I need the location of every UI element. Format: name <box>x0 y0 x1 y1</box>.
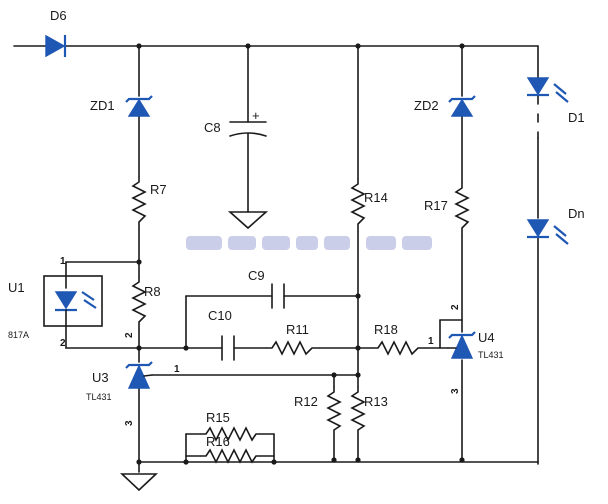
optocoupler-u1 <box>43 275 103 327</box>
label-c9: C9 <box>248 268 265 283</box>
capacitor-c10 <box>221 335 235 361</box>
resistor-r13 <box>350 386 366 431</box>
pin-u4-2: 2 <box>450 304 461 310</box>
diode-d6 <box>45 34 67 58</box>
resistor-r18 <box>372 340 426 356</box>
zener-zd1 <box>125 95 153 117</box>
wires <box>13 45 539 473</box>
label-zd2: ZD2 <box>414 98 439 113</box>
pin-u3-3: 3 <box>124 420 135 426</box>
label-c8: C8 <box>204 120 221 135</box>
resistor-r14 <box>350 178 366 232</box>
component-labels: D6 ZD1 C8 + ZD2 D1 Dn R7 R14 R17 U1 817A… <box>8 8 585 449</box>
label-r13: R13 <box>364 394 388 409</box>
label-dn: Dn <box>568 206 585 221</box>
capacitor-c9 <box>271 283 285 309</box>
resistors <box>131 176 470 464</box>
resistor-r12 <box>326 386 342 431</box>
label-r18: R18 <box>374 322 398 337</box>
led-dn <box>526 219 569 245</box>
pin-u3-1: 1 <box>174 364 180 375</box>
label-u1: U1 <box>8 280 25 295</box>
pin-u1-2: 2 <box>60 338 66 349</box>
capacitor-c8 <box>229 121 267 137</box>
resistor-r17 <box>454 182 470 236</box>
label-r8: R8 <box>144 284 161 299</box>
resistor-r16 <box>200 448 260 464</box>
label-u3: U3 <box>92 370 109 385</box>
label-u1-part: 817A <box>8 330 29 340</box>
pin-numbers: 1 2 2 1 3 2 1 3 <box>60 256 461 426</box>
regulator-u4 <box>447 331 476 359</box>
regulator-u3 <box>125 361 153 389</box>
label-r16: R16 <box>206 434 230 449</box>
label-u4: U4 <box>478 330 495 345</box>
pin-u3-2: 2 <box>124 332 135 338</box>
pin-u1-1: 1 <box>60 256 66 267</box>
label-c10: C10 <box>208 308 232 323</box>
label-r14: R14 <box>364 190 388 205</box>
label-d1: D1 <box>568 110 585 125</box>
label-u4-part: TL431 <box>478 350 504 360</box>
resistor-r11 <box>266 340 320 356</box>
zener-zd2 <box>448 95 476 117</box>
ground-symbol-main <box>119 473 159 492</box>
pin-u4-1: 1 <box>428 336 434 347</box>
label-d6: D6 <box>50 8 67 23</box>
blurred-watermark <box>186 236 432 250</box>
led-d1 <box>526 77 569 103</box>
junctions <box>136 43 465 465</box>
label-r15: R15 <box>206 410 230 425</box>
label-r7: R7 <box>150 182 167 197</box>
ground-symbol-c8 <box>227 211 269 230</box>
label-r17: R17 <box>424 198 448 213</box>
label-c8-plus: + <box>252 108 260 123</box>
pin-u4-3: 3 <box>450 388 461 394</box>
label-r12: R12 <box>294 394 318 409</box>
resistor-r8 <box>131 276 147 330</box>
label-zd1: ZD1 <box>90 98 115 113</box>
resistor-r15 <box>200 426 260 442</box>
resistor-r7 <box>131 176 147 230</box>
label-u3-part: TL431 <box>86 392 112 402</box>
label-r11: R11 <box>286 322 309 337</box>
